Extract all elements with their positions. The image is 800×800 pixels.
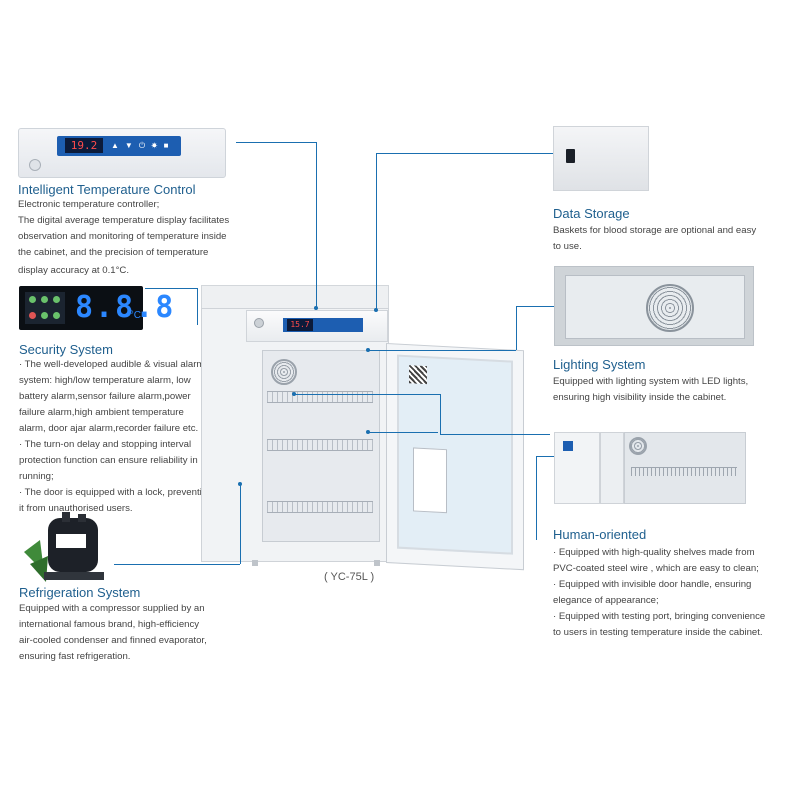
controller-keys: ▲▼⏻☀■ (111, 141, 175, 150)
human-line: PVC-coated steel wire , which are easy t… (553, 563, 759, 574)
alarm-indicators (25, 292, 65, 324)
fridge-readout: 15.7 (287, 319, 313, 331)
data-storage-image (553, 126, 649, 191)
fridge-top (201, 285, 389, 310)
door-label (413, 447, 447, 514)
lock-icon (566, 149, 575, 163)
security-line: · The well-developed audible & visual al… (19, 359, 205, 370)
security-line: battery alarm,sensor failure alarm,power (19, 391, 191, 402)
lighting-line: ensuring high visibility inside the cabi… (553, 392, 727, 403)
human-line: · Equipped with testing port, bringing c… (553, 611, 766, 622)
human-oriented-image (554, 432, 746, 504)
temperature-line: observation and monitoring of temperatur… (18, 231, 227, 242)
human-line: elegance of appearance; (553, 595, 659, 606)
security-line: protection function can ensure reliabili… (19, 455, 198, 466)
temperature-description: Electronic temperature controller; The d… (18, 197, 229, 261)
refrigeration-title: Refrigeration System (19, 585, 141, 600)
display-icon (563, 441, 573, 451)
security-line: failure alarm,high ambient temperature (19, 407, 184, 418)
security-description: · The well-developed audible & visual al… (19, 357, 212, 517)
controller-panel-image: 19.2 ▲▼⏻☀■ (18, 128, 226, 178)
security-line: alarm, door ajar alarm,recorder failure … (19, 423, 199, 434)
compressor-icon (24, 512, 104, 582)
lighting-line: Equipped with lighting system with LED l… (553, 376, 749, 387)
security-line: system: high/low temperature alarm, low (19, 375, 191, 386)
temperature-line: Electronic temperature controller; (18, 199, 160, 210)
data-storage-line: Baskets for blood storage are optional a… (553, 225, 757, 236)
refrigeration-line: international famous brand, high-efficie… (19, 619, 200, 630)
human-oriented-description: · Equipped with high-quality shelves mad… (553, 545, 765, 641)
fridge-door (386, 343, 524, 571)
door-glass (397, 354, 513, 555)
controller-display: 19.2 ▲▼⏻☀■ (57, 136, 181, 156)
security-title: Security System (19, 342, 113, 357)
wire-shelf (267, 439, 373, 451)
qr-code-icon (409, 365, 427, 385)
security-display-image: 8.8.8 °C (19, 286, 173, 330)
refrigeration-line: ensuring fast refrigeration. (19, 651, 131, 662)
fan-icon (629, 437, 647, 455)
lighting-title: Lighting System (553, 357, 646, 372)
lighting-description: Equipped with lighting system with LED l… (553, 374, 748, 406)
controller-readout: 19.2 (65, 138, 103, 153)
fan-icon (646, 284, 694, 332)
security-readout: 8.8.8 (75, 290, 176, 325)
human-line: · Equipped with high-quality shelves mad… (553, 547, 755, 558)
temperature-title: Intelligent Temperature Control (18, 182, 196, 197)
security-line: running; (19, 471, 54, 482)
fridge-display: 15.7 (283, 318, 363, 332)
model-label: ( YC-75L ) (324, 571, 375, 583)
wire-shelf (267, 391, 373, 403)
security-unit: °C (129, 310, 141, 321)
lock-icon (29, 159, 41, 171)
security-line: it from unauthorised users. (19, 503, 133, 514)
human-line: · Equipped with invisible door handle, e… (553, 579, 752, 590)
data-storage-title: Data Storage (553, 206, 630, 221)
security-line: · The door is equipped with a lock, prev… (19, 487, 213, 498)
fridge-control-panel: 15.7 (246, 310, 388, 342)
human-oriented-title: Human-oriented (553, 527, 647, 542)
refrigeration-description: Equipped with a compressor supplied by a… (19, 601, 207, 665)
refrigeration-line: Equipped with a compressor supplied by a… (19, 603, 205, 614)
temperature-accuracy: display accuracy at 0.1°C. (18, 265, 130, 276)
security-line: · The turn-on delay and stopping interva… (19, 439, 192, 450)
lock-icon (254, 318, 264, 328)
wire-shelf (631, 467, 737, 476)
lighting-image (554, 266, 754, 346)
temperature-line: The digital average temperature display … (18, 215, 230, 226)
data-storage-description: Baskets for blood storage are optional a… (553, 223, 756, 255)
data-storage-line: to use. (553, 241, 582, 252)
human-line: to users in testing temperature inside t… (553, 627, 763, 638)
fan-icon (271, 359, 297, 385)
wire-shelf (267, 501, 373, 513)
temperature-line: the cabinet, and the precision of temper… (18, 247, 209, 258)
fridge-cabinet (262, 350, 380, 542)
refrigeration-line: air-cooled condenser and finned evaporat… (19, 635, 207, 646)
